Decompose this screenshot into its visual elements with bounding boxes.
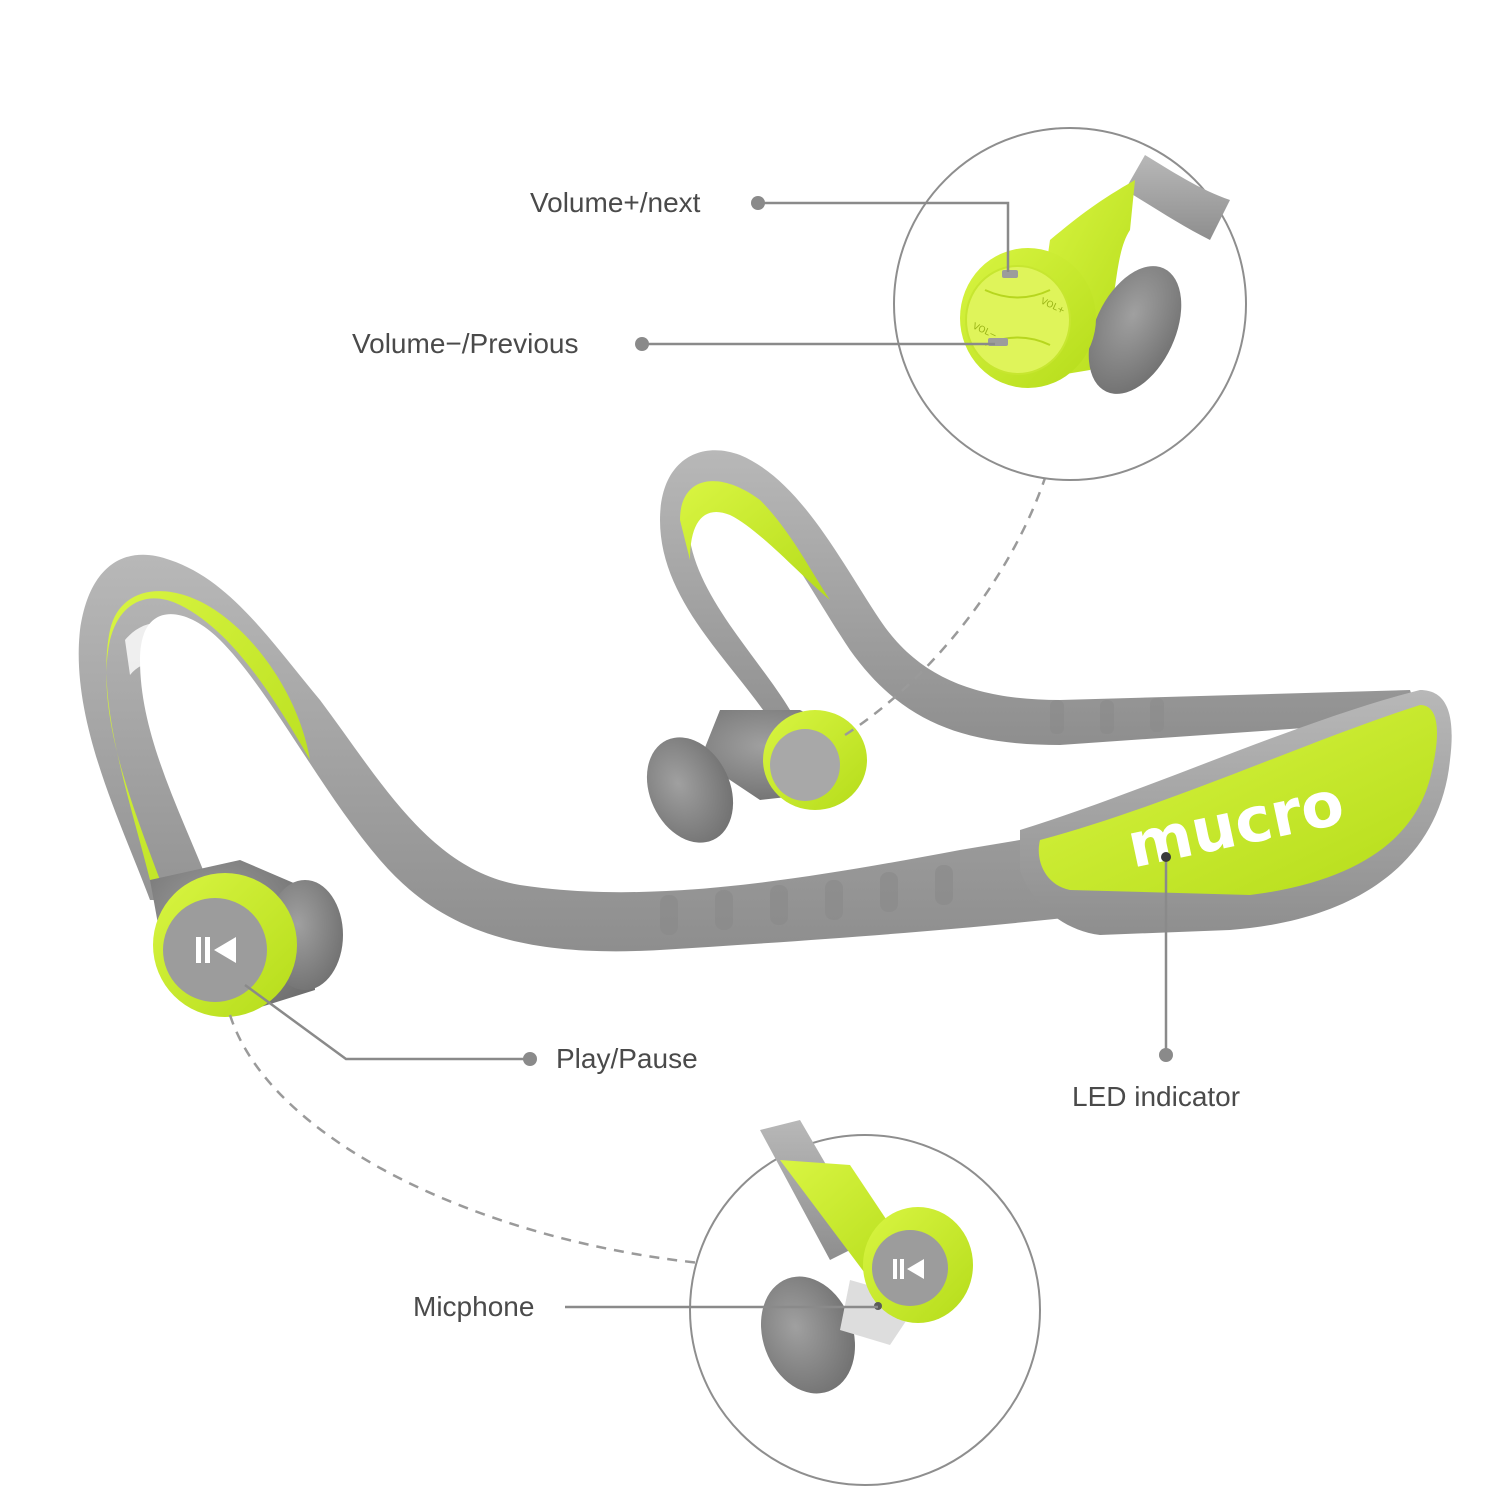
label-volume-up: Volume+/next: [530, 187, 701, 218]
play-pause-icon: [196, 937, 236, 963]
label-play-pause: Play/Pause: [556, 1043, 698, 1074]
callout-line-volume-up: [758, 201, 1010, 272]
right-earbud: [646, 710, 867, 843]
connector-top: [844, 477, 1047, 737]
connector-lines: [228, 477, 1047, 1265]
label-volume-down: Volume−/Previous: [352, 328, 579, 359]
battery-accent-panel: [1038, 705, 1437, 895]
callout-lines: [244, 201, 1168, 1309]
volume-zoom-circle: VOL+ VOL−: [893, 127, 1247, 481]
volume-up-button[interactable]: [1002, 270, 1018, 278]
left-hook-accent: [106, 591, 310, 880]
play-pause-icon-zoom: [893, 1259, 924, 1279]
connector-bottom: [228, 1014, 701, 1265]
callout-line-play-pause: [244, 983, 530, 1061]
callout-dots: [523, 196, 1173, 1066]
microphone-zoom-circle: [689, 1120, 1041, 1486]
led-indicator-dot: [1161, 852, 1171, 862]
left-earbud: [150, 860, 343, 1017]
neckband: mucro: [78, 450, 1452, 952]
label-led-indicator: LED indicator: [1072, 1081, 1241, 1112]
label-microphone: Micphone: [413, 1291, 535, 1322]
